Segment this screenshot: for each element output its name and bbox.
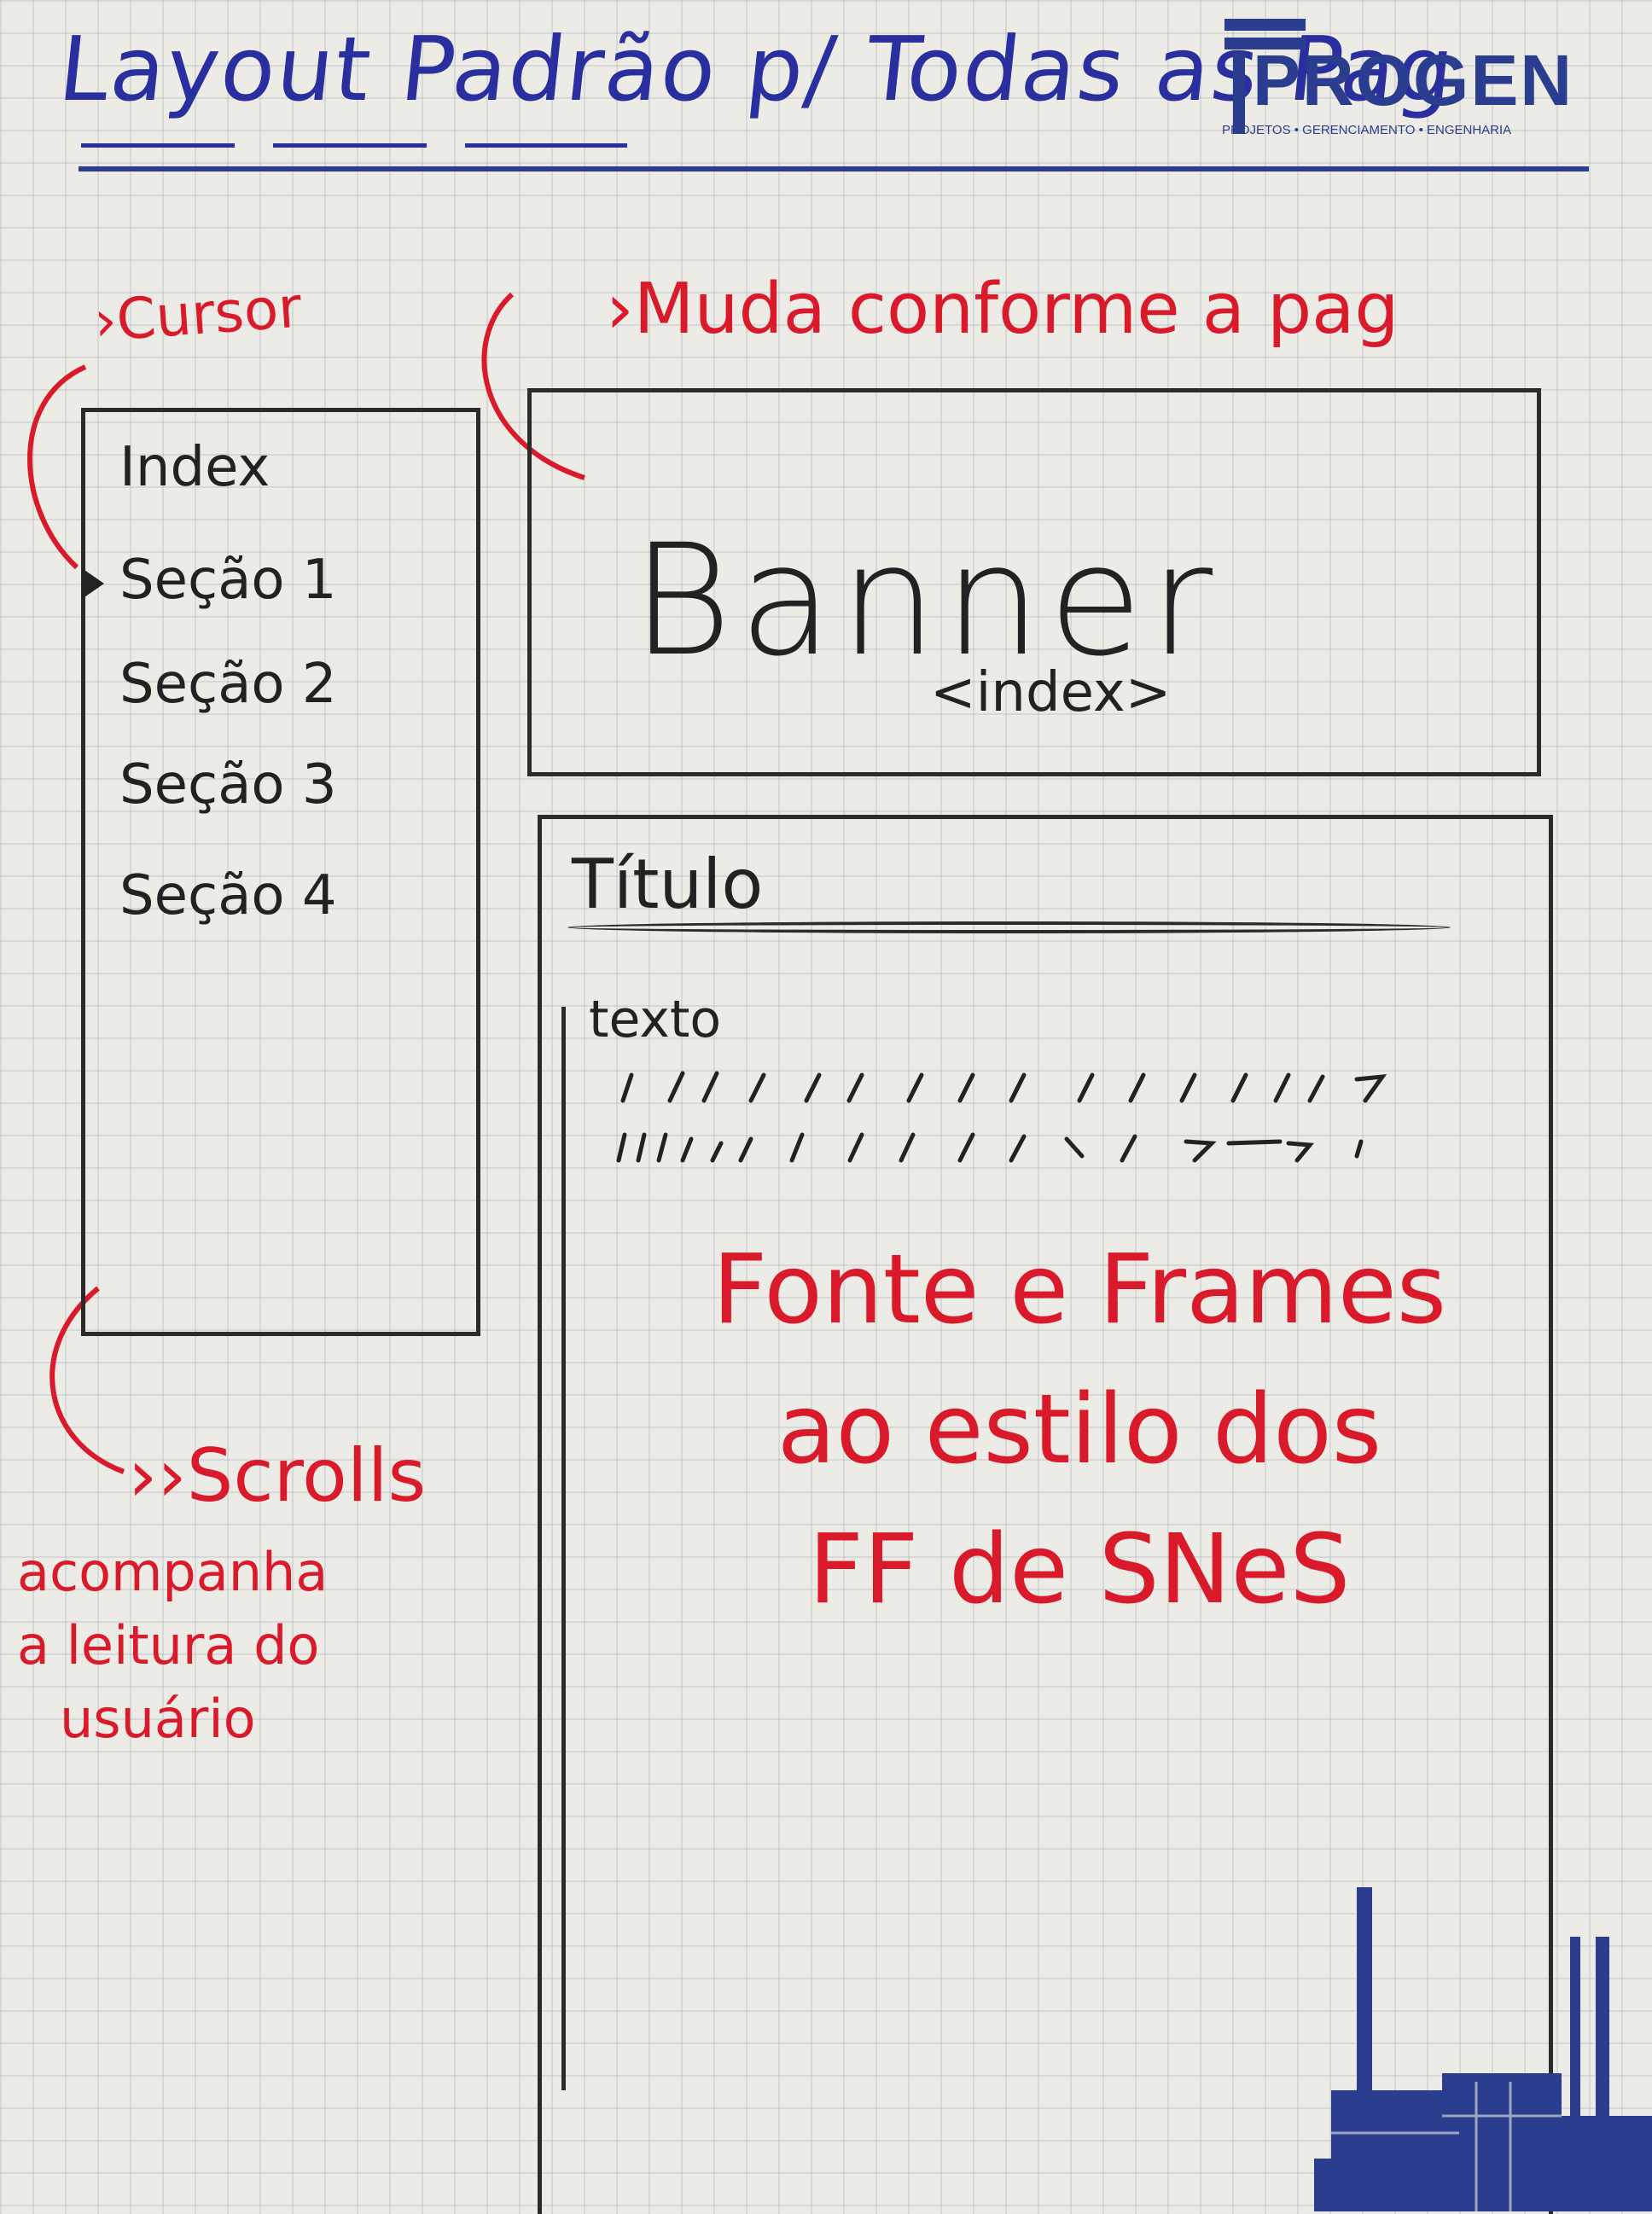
- scrolls-annotation: ››Scrolls: [128, 1433, 427, 1519]
- sidebar-item-secao-2[interactable]: Seção 2: [119, 653, 337, 716]
- logo-subtitle: PROJETOS • GERENCIAMENTO • ENGENHARIA: [1222, 123, 1512, 137]
- progen-logo-icon: [1224, 19, 1306, 134]
- sidebar-item-secao-1[interactable]: Seção 1: [119, 549, 337, 612]
- title-underline: [567, 921, 1451, 933]
- scrolls-description-line: usuário: [60, 1688, 256, 1750]
- style-annotation-line: FF de SNeS: [808, 1514, 1351, 1625]
- text-margin-bar: [561, 1007, 566, 2090]
- sidebar-item-index[interactable]: Index: [119, 436, 270, 499]
- content-title: Título: [572, 845, 764, 924]
- cursor-arrow-icon: [82, 568, 104, 599]
- logo-text: PROGEN: [1253, 40, 1574, 120]
- style-annotation-line: Fonte e Frames: [712, 1235, 1447, 1345]
- scrolls-description-line: a leitura do: [17, 1614, 320, 1676]
- heading-underline: [465, 143, 627, 148]
- scrolls-description: acompanha a leitura do usuário: [17, 1536, 418, 1756]
- content-text-label: texto: [589, 990, 722, 1049]
- heading-underline: [81, 143, 235, 148]
- sidebar-item-secao-4[interactable]: Seção 4: [119, 864, 337, 927]
- factory-illustration-icon: [1314, 1887, 1652, 2211]
- style-annotation-line: ao estilo dos: [777, 1374, 1382, 1485]
- placeholder-text-lines: [616, 1071, 1387, 1163]
- heading-underline: [273, 143, 427, 148]
- header-rule: [79, 166, 1589, 171]
- banner-frame: [527, 388, 1541, 776]
- content-frame: [538, 815, 1553, 2214]
- page-change-annotation: ›Muda conforme a pag: [606, 269, 1399, 350]
- style-annotation: Fonte e Frames ao estilo dos FF de SNeS: [674, 1220, 1485, 1640]
- sidebar-item-secao-3[interactable]: Seção 3: [119, 753, 337, 816]
- sidebar-nav: Index Seção 1 Seção 2 Seção 3 Seção 4: [81, 408, 480, 1336]
- banner-label: Banner: [631, 512, 1220, 690]
- scrolls-description-line: acompanha: [17, 1541, 329, 1603]
- banner-tag: <index>: [930, 661, 1172, 724]
